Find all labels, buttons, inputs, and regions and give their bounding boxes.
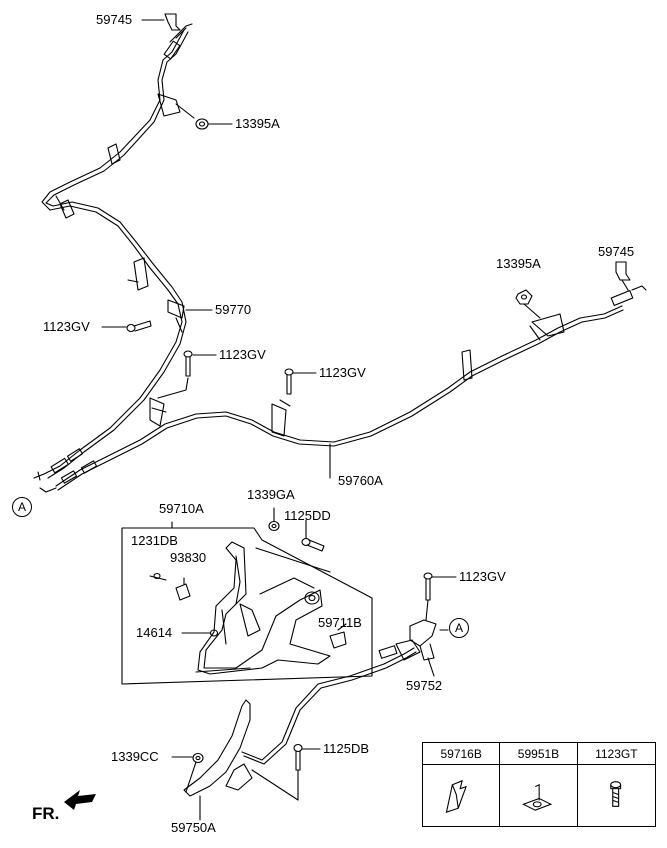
pedal-assembly-box: [121, 521, 373, 685]
legend-cell-59951b: [500, 765, 578, 826]
label-59770: 59770: [215, 302, 252, 317]
label-1125db: 1125DB: [323, 741, 370, 756]
cable-59752: [241, 572, 457, 765]
legend-header-59951b: 59951B: [500, 743, 578, 765]
nut-plate-icon: [522, 783, 553, 811]
label-59760a: 59760A: [338, 473, 383, 488]
label-59710a: 59710A: [159, 501, 204, 516]
label-1339ga: 1339GA: [247, 487, 295, 502]
label-59745-right: 59745: [598, 244, 635, 259]
label-59750a: 59750A: [171, 820, 216, 835]
clip-icon: [445, 779, 467, 813]
marker-a-left: A: [12, 497, 32, 517]
label-1123gv-lower: 1123GV: [459, 569, 506, 584]
legend-cell-1123gt: [578, 765, 655, 826]
clip-59745-top: [141, 13, 181, 31]
clip-59745-right: [615, 261, 631, 291]
label-1339cc: 1339CC: [111, 749, 159, 764]
label-93830: 93830: [170, 550, 207, 565]
marker-a-right: A: [449, 618, 469, 638]
label-59752: 59752: [406, 678, 443, 693]
legend-cell-59716b: [423, 765, 501, 826]
parts-legend-table: 59716B 59951B 1123GT: [422, 742, 656, 827]
label-13395a-right: 13395A: [496, 256, 541, 271]
label-14614: 14614: [136, 625, 173, 640]
label-1123gv-left: 1123GV: [43, 319, 90, 334]
legend-header-1123gt: 1123GT: [577, 743, 655, 765]
bolt-1123gv-center: [284, 368, 317, 395]
bolt-1123gv-mid: [157, 350, 217, 399]
bolt-1123gv-left: [101, 320, 152, 333]
label-59745-top: 59745: [96, 12, 133, 27]
nut-13395a-top: [195, 118, 233, 130]
nut-13395a-right: [515, 289, 541, 319]
cable-59760a: [39, 285, 647, 493]
label-1123gv-mid: 1123GV: [219, 347, 266, 362]
bolt-1125dd: [301, 519, 325, 552]
cable-59770: [33, 23, 195, 481]
label-1231db: 1231DB: [131, 533, 178, 548]
bolt-icon: [609, 781, 621, 807]
forward-arrow: [64, 790, 96, 810]
label-59711b: 59711B: [318, 615, 362, 630]
nut-1339ga: [268, 507, 280, 532]
label-13395a-top: 13395A: [235, 116, 280, 131]
label-1123gv-center: 1123GV: [319, 365, 366, 380]
label-1125dd: 1125DD: [284, 508, 331, 523]
legend-header-59716b: 59716B: [423, 743, 501, 765]
lever-59750a: [171, 699, 321, 821]
front-direction-label: FR.: [32, 804, 60, 823]
